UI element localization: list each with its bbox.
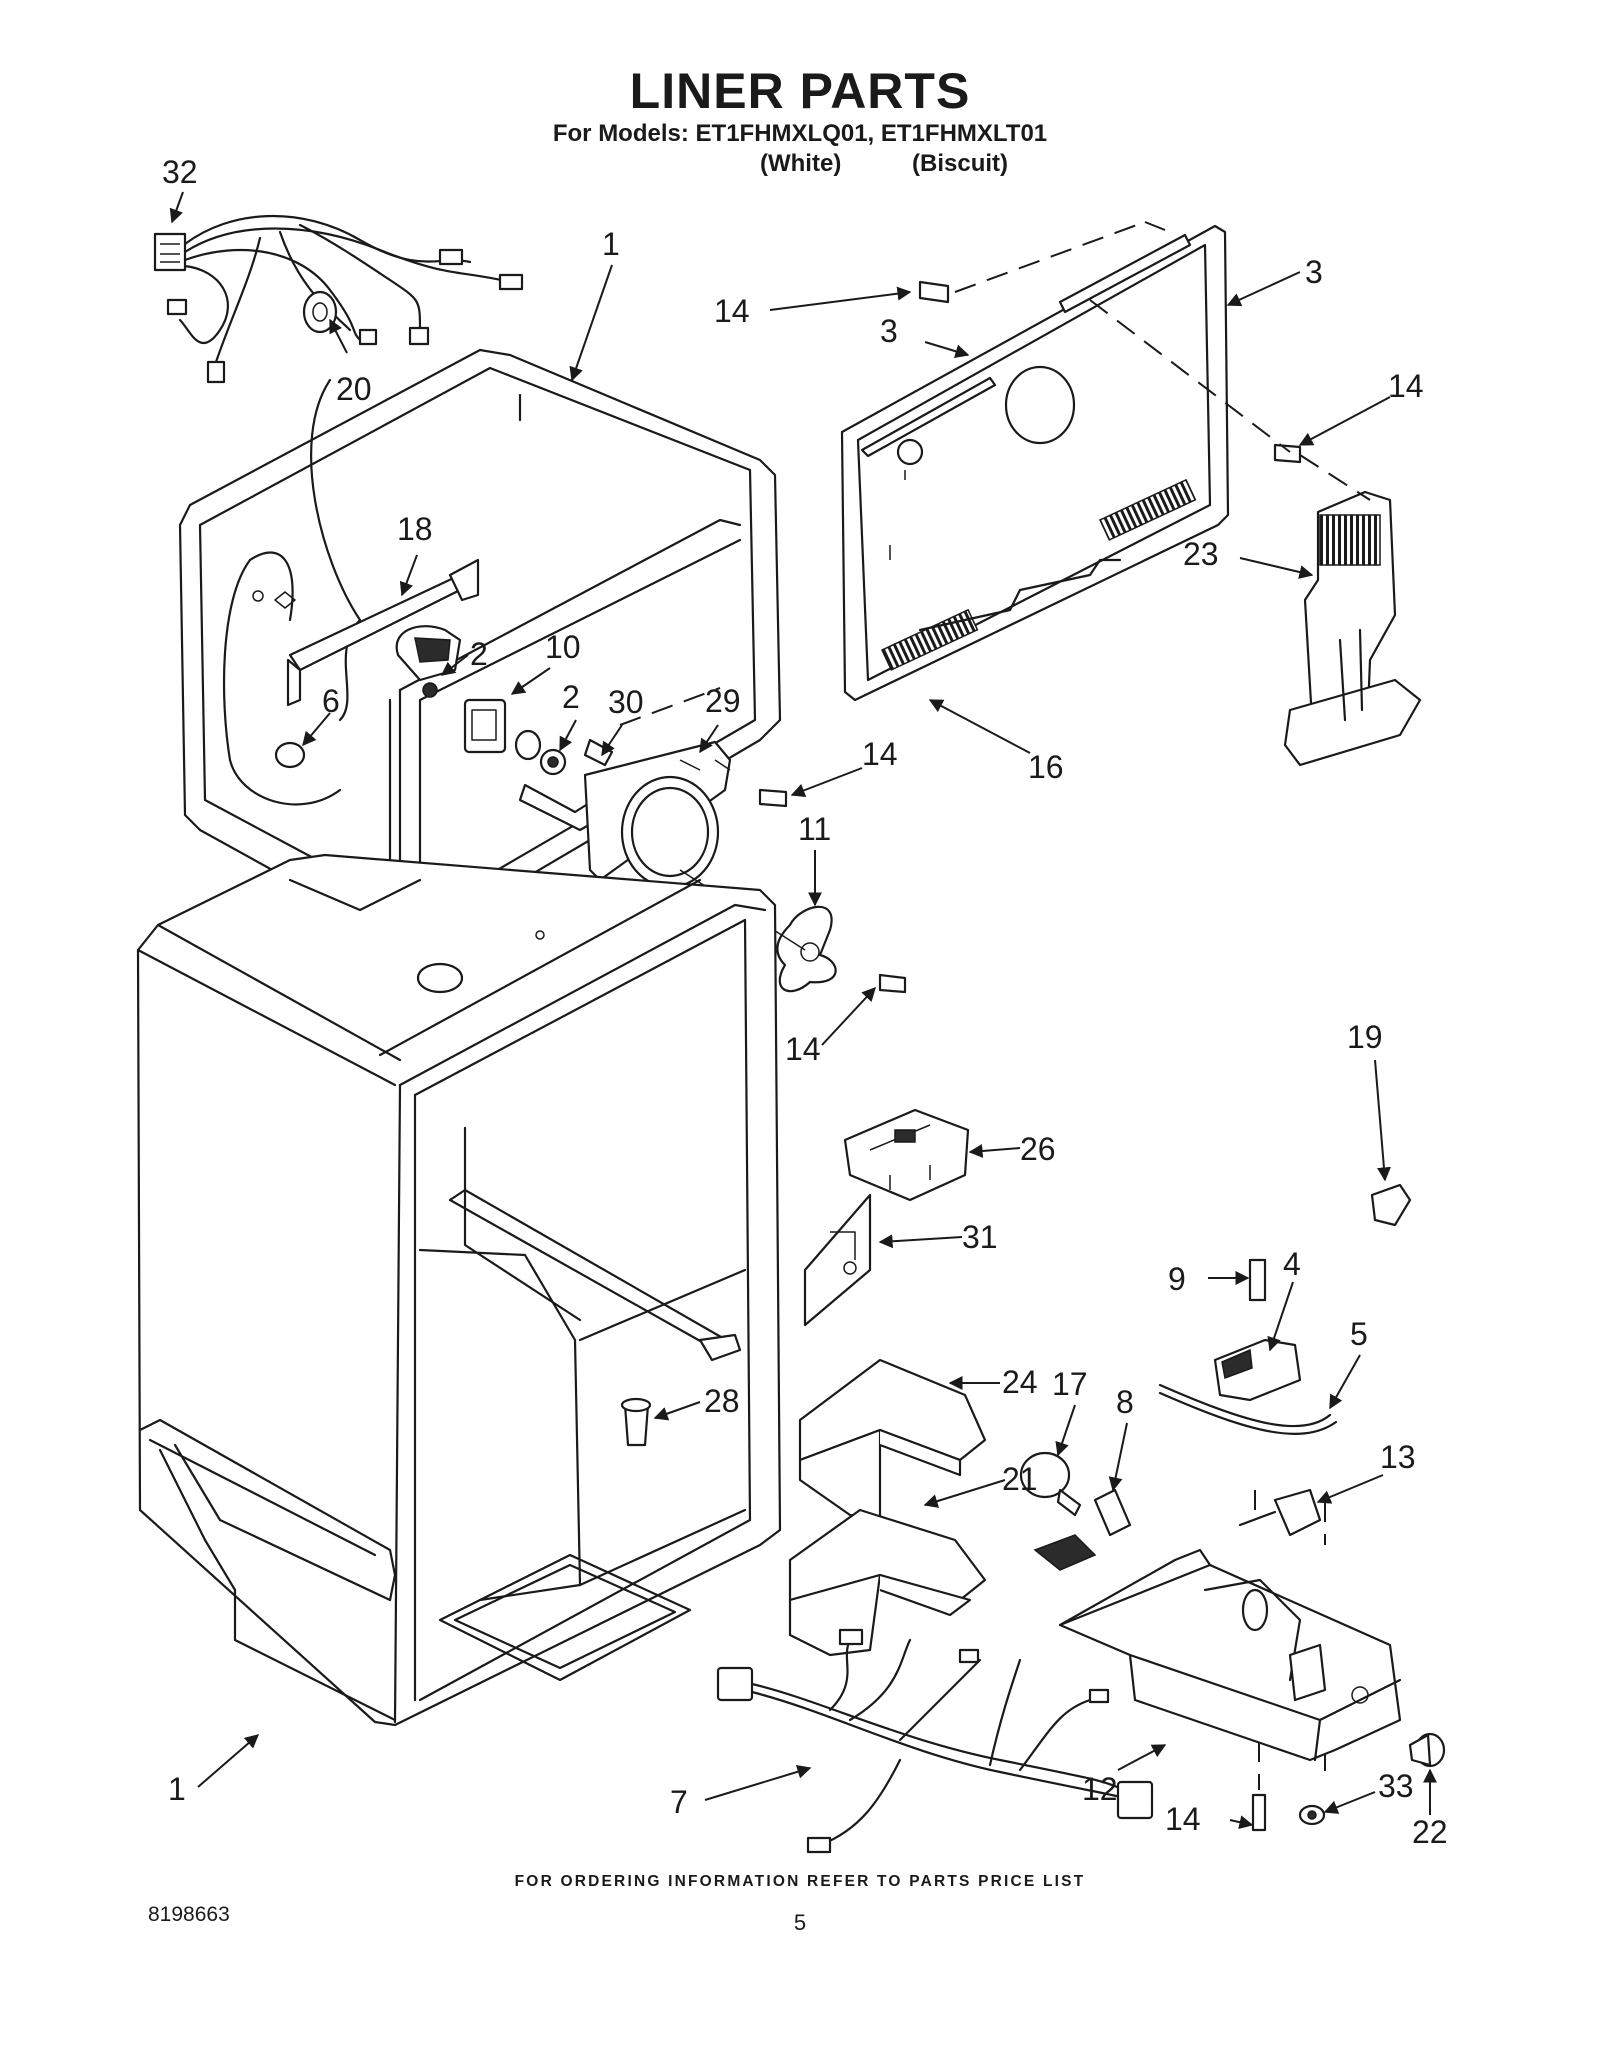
switch-13 [1238,1488,1322,1537]
fresh-food-liner-1 [136,853,782,1727]
document-number: 8198663 [148,1903,230,1926]
tube-5b [1158,1391,1338,1435]
callout-13: 13 [1380,1439,1416,1475]
callout-14-c: 14 [862,736,898,772]
grommet-20 [302,290,338,334]
models-line: For Models: ET1FHMXLQ01, ET1FHMXLT01 [552,120,1048,147]
callout-30: 30 [608,684,644,720]
callout-3-right: 3 [1305,254,1323,290]
callout-7: 7 [670,1784,688,1820]
callout-14-b: 14 [1388,368,1424,404]
ordering-note: FOR ORDERING INFORMATION REFER TO PARTS … [514,1873,1086,1890]
bracket-31 [803,1193,872,1327]
tube-5 [1158,1383,1332,1428]
callout-18: 18 [397,511,433,547]
plug-6 [274,741,306,769]
callout-23: 23 [1183,536,1219,572]
evaporator-cover-16 [840,224,1230,702]
callout-28: 28 [704,1383,740,1419]
cover-21 [788,1508,987,1657]
callout-6: 6 [322,683,340,719]
callout-11: 11 [798,811,831,847]
callout-14-a: 14 [714,293,750,329]
callout-1-top: 1 [602,226,620,262]
part-28 [620,1397,652,1447]
page-number: 5 [793,1910,807,1935]
leader-arrows [169,191,1437,1830]
knob-22 [1408,1732,1446,1768]
wire-harness-32 [153,214,524,384]
screws-14 [758,280,1302,1832]
wire-harness-7 [716,1628,1154,1854]
callout-labels: 32 1 20 14 3 3 14 18 2 10 6 2 30 29 14 2… [162,154,1448,1850]
callout-31: 31 [962,1219,998,1255]
callout-1-bottom: 1 [168,1771,186,1807]
callout-14-e: 14 [1165,1801,1201,1837]
fan-shroud-29 [583,740,732,889]
callout-14-d: 14 [785,1031,821,1067]
knob-2 [539,748,567,776]
light-bulb-17 [1019,1451,1082,1517]
callout-16: 16 [1028,749,1064,785]
callout-12: 12 [1082,1771,1118,1807]
nut-33 [1298,1804,1326,1826]
callout-22: 22 [1412,1814,1448,1850]
light-socket-8 [1093,1488,1132,1537]
air-duct-23 [1283,490,1422,767]
callout-33: 33 [1378,1768,1414,1804]
color-biscuit-label: (Biscuit) [912,150,1008,177]
color-white-label: (White) [760,150,842,177]
fan-blade-11 [679,869,837,993]
callout-10: 10 [545,629,581,665]
callout-29: 29 [705,683,741,719]
callout-9: 9 [1168,1261,1186,1297]
callout-5: 5 [1350,1316,1368,1352]
callout-26: 26 [1020,1131,1056,1167]
callout-20: 20 [336,371,372,407]
cover-24 [798,1358,987,1522]
page-title: LINER PARTS [629,63,971,119]
housing-26 [843,1108,970,1202]
callout-32: 32 [162,154,198,190]
callout-8: 8 [1116,1384,1134,1420]
callout-2-a: 2 [470,636,488,672]
callout-2-b: 2 [562,679,580,715]
callout-4: 4 [1283,1246,1301,1282]
callout-17: 17 [1052,1366,1088,1402]
bracket-18 [286,558,480,707]
defrost-timer-4 [1213,1338,1302,1402]
screw-9 [1248,1258,1267,1302]
callout-19: 19 [1347,1019,1383,1055]
light-housing-12 [1058,1548,1402,1762]
callout-21: 21 [1002,1461,1038,1497]
callout-3-left: 3 [880,313,898,349]
callout-24: 24 [1002,1364,1038,1400]
pad [1033,1534,1097,1571]
part-19 [1370,1183,1412,1227]
thermostat-control-10 [395,625,542,761]
